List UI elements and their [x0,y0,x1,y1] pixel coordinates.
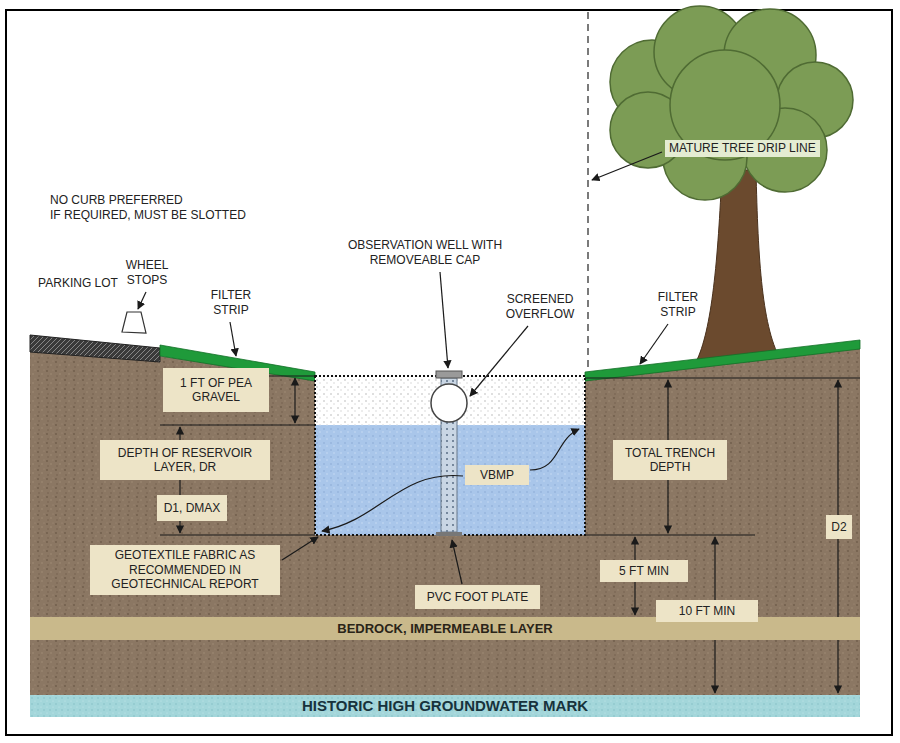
callout-label: PARKING LOT [38,276,118,291]
trench [315,376,585,425]
volume-box: VBMP [465,465,529,485]
dimension-lines [179,427,180,440]
trench [315,376,585,535]
dimension-lines [268,375,315,376]
observation-well [436,371,462,378]
dimension-lines [160,424,315,425]
box-text: 1 FT OF PEA GRAVEL [167,376,265,405]
box-text: DEPTH OF RESERVOIR LAYER, DR [104,446,266,475]
box-text: PVC FOOT PLATE [427,590,529,604]
dimension-lines [294,378,295,423]
frame [6,10,892,735]
groundwater-band: HISTORIC HIGH GROUNDWATER MARK [30,695,860,717]
box-text: BEDROCK, IMPERMEABLE LAYER [337,621,552,637]
dimension-box: DEPTH OF RESERVOIR LAYER, DR [100,440,270,480]
box-text: VBMP [480,468,514,482]
leader-lines [138,292,146,309]
callout-label: SCREENED OVERFLOW [495,292,585,322]
dimension-lines [179,480,180,495]
box-text: D2 [831,520,846,534]
leader-lines [282,537,318,560]
filter-strip [585,340,860,381]
leader-lines [230,322,236,356]
dimension-lines [585,534,755,535]
callout-box: GEOTEXTILE FABRIC AS RECOMMENDED IN GEOT… [90,545,280,595]
callout-label: MATURE TREE DRIP LINE [665,140,820,157]
dimension-box: 10 FT MIN [656,600,758,622]
leader-lines [452,540,462,584]
dimension-lines [585,377,860,378]
tree [610,6,853,362]
tree [610,6,853,200]
groundwater [30,695,860,717]
box-text: TOTAL TRENCH DEPTH [617,446,723,475]
box-text: GEOTEXTILE FABRIC AS RECOMMENDED IN GEOT… [94,548,276,591]
wheel-stop [122,312,146,333]
leader-lines [322,476,463,531]
dimension-box: 1 FT OF PEA GRAVEL [163,368,269,412]
callout-label: FILTER STRIP [198,288,264,318]
parking-lot [30,335,160,362]
box-text: 10 FT MIN [679,604,735,618]
dimension-lines [179,521,180,533]
observation-well [431,371,467,536]
box-text: 5 FT MIN [619,564,669,578]
callout-box: PVC FOOT PLATE [415,585,540,609]
dimension-box: D1, DMAX [157,495,227,521]
dimension-box: D2 [826,515,852,539]
callout-label: WHEEL STOPS [112,258,182,288]
callout-label: NO CURB PREFERRED [50,193,250,208]
soil [30,342,860,695]
drip-line [587,12,589,372]
leader-lines [640,324,668,364]
observation-well [431,384,467,422]
callout-label: FILTER STRIP [645,290,711,320]
dimension-lines [160,376,860,693]
box-text: HISTORIC HIGH GROUNDWATER MARK [302,697,588,715]
leader-lines [470,326,528,396]
leader-lines [592,152,662,180]
callout-label: OBSERVATION WELL WITH REMOVEABLE CAP [335,238,515,268]
trench [315,376,585,535]
dimension-box: 5 FT MIN [600,560,688,582]
dimension-box: TOTAL TRENCH DEPTH [613,440,727,480]
dimension-lines [160,534,315,535]
box-text: D1, DMAX [164,501,221,515]
leader-lines [530,429,579,470]
leader-lines [440,272,448,368]
observation-well [436,532,462,536]
callout-label: IF REQUIRED, MUST BE SLOTTED [50,208,270,223]
